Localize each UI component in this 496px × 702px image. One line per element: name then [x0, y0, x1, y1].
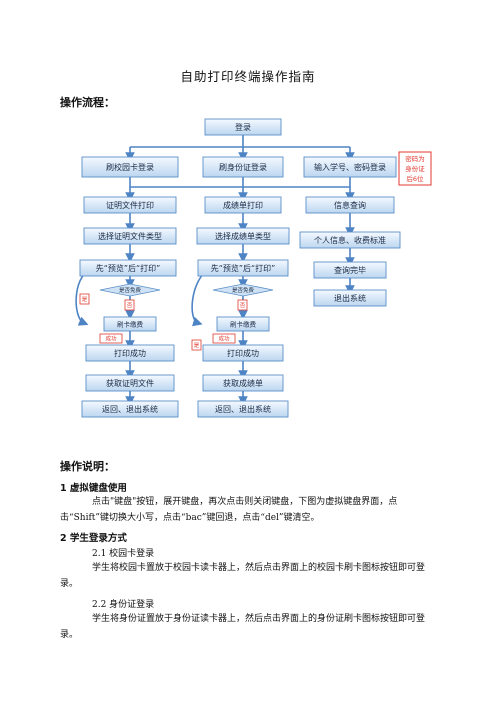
decision-free-cert	[99, 283, 161, 297]
decision-free-cert-label: 是否免费	[119, 286, 142, 294]
node-exit-system-label: 退出系统	[334, 293, 366, 303]
password-note-line1: 密码为	[405, 154, 425, 163]
node-info-query	[305, 196, 395, 214]
tag-yes-cert	[79, 293, 90, 305]
node-id-login	[202, 156, 284, 178]
tag-yes-grade-label: 是	[194, 342, 200, 349]
decision-free-grade-label: 是否免费	[232, 286, 255, 294]
node-grade-print	[204, 196, 282, 214]
node-preview-print-cert	[79, 259, 177, 277]
flow-heading: 操作流程：	[60, 96, 115, 109]
section-1-title: 1 虚拟键盘使用	[60, 483, 127, 494]
tag-success-cert-label: 成功	[105, 335, 117, 343]
node-cert-print	[83, 196, 177, 214]
node-swipe-pay-grade	[216, 316, 270, 332]
tag-success-grade-label: 成功	[218, 335, 230, 343]
sub-2-1-title: 2.1 校园卡登录	[92, 549, 155, 559]
node-swipe-pay-grade-label: 刷卡缴费	[230, 320, 257, 329]
node-select-cert	[83, 227, 177, 245]
node-print-ok-cert-label: 打印成功	[114, 348, 146, 358]
tag-no-grade	[237, 299, 248, 311]
node-preview-print-grade	[197, 259, 289, 277]
node-return-grade-label: 返回、退出系统	[215, 404, 271, 414]
password-note-line3: 后6位	[406, 174, 424, 183]
node-preview-print-cert-label: 先“预览”后“打印”	[96, 263, 161, 273]
node-card-login	[81, 156, 179, 178]
tag-no-cert	[124, 299, 135, 311]
node-grade-print-label: 成绩单打印	[223, 200, 263, 210]
node-return-grade	[197, 400, 289, 418]
node-personal-info-label: 个人信息、收费标准	[314, 235, 386, 245]
tag-no-cert-label: 否	[127, 302, 133, 309]
sub-2-1-text: 学生将校园卡置放于校园卡读卡器上，然后点击界面上的校园卡刷卡图标按钮即可登录。	[60, 563, 426, 589]
node-id-login-label: 刷身份证登录	[219, 162, 267, 172]
node-login	[204, 118, 282, 136]
flowchart: 登录 刷校园卡登录 刷身份证登录 输入学号、密码登录 密码为 身份证 后6位 证…	[75, 118, 432, 418]
section-2-title: 2 学生登录方式	[60, 533, 127, 544]
password-note-line2: 身份证	[405, 164, 425, 173]
node-select-grade	[196, 227, 290, 245]
tag-success-cert	[99, 333, 123, 344]
sub-2-2-title: 2.2 身份证登录	[92, 600, 155, 610]
tag-yes-cert-label: 是	[82, 296, 88, 303]
node-get-grade-label: 获取成绩单	[223, 378, 263, 388]
node-swipe-pay-cert-label: 刷卡缴费	[117, 320, 144, 329]
node-personal-info	[299, 231, 401, 249]
node-swipe-pay-cert	[103, 316, 157, 332]
node-return-cert	[81, 400, 179, 418]
node-info-query-label: 信息查询	[334, 200, 366, 210]
node-print-ok-grade-label: 打印成功	[227, 348, 259, 358]
section-1-text: 点击"键盘"按钮，展开键盘，再次点击则关闭键盘，下图为虚拟键盘界面，点击“Shi…	[60, 497, 398, 523]
desc-heading: 操作说明：	[60, 460, 115, 473]
node-return-cert-label: 返回、退出系统	[102, 404, 158, 414]
node-pwd-login	[303, 156, 397, 178]
node-print-ok-cert	[85, 344, 175, 362]
node-card-login-label: 刷校园卡登录	[106, 162, 154, 172]
node-print-ok-grade	[202, 344, 284, 362]
node-select-grade-label: 选择成绩单类型	[215, 231, 271, 241]
node-exit-system	[313, 289, 387, 307]
node-query-done-label: 查询完毕	[334, 265, 366, 275]
password-note	[398, 151, 432, 186]
tag-no-grade-label: 否	[240, 302, 246, 309]
node-get-cert-label: 获取证明文件	[106, 378, 154, 388]
node-login-label: 登录	[235, 122, 251, 132]
sub-2-2-text: 学生将身份证置放于身份证读卡器上，然后点击界面上的身份证刷卡图标按钮即可登录。	[60, 614, 426, 640]
node-preview-print-grade-label: 先“预览”后“打印”	[211, 263, 276, 273]
node-select-cert-label: 选择证明文件类型	[98, 231, 162, 241]
tag-yes-grade	[191, 339, 202, 351]
document-title: 自助打印终端操作指南	[180, 69, 316, 84]
tag-success-grade	[212, 333, 236, 344]
decision-free-grade	[212, 283, 274, 297]
node-pwd-login-label: 输入学号、密码登录	[314, 162, 386, 172]
node-cert-print-label: 证明文件打印	[106, 200, 154, 210]
